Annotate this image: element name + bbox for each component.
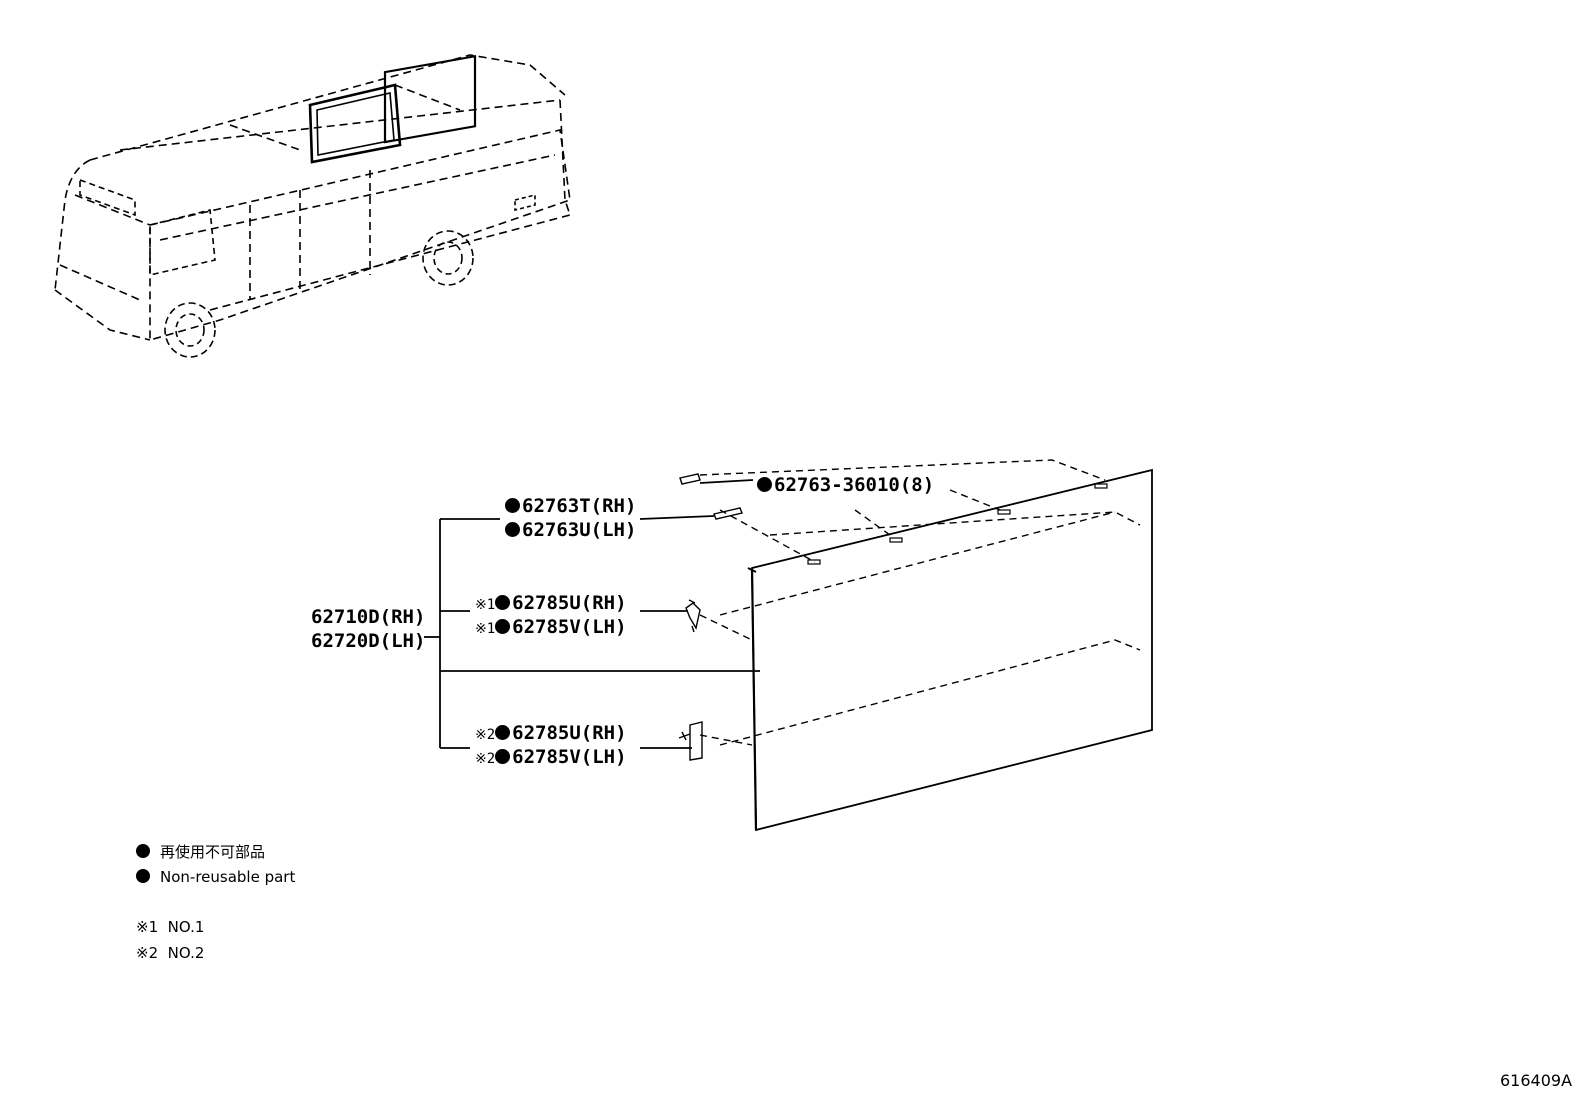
part-label-panel-rh: 62710D(RH) [311,606,425,628]
non-reusable-dot-icon [505,498,520,513]
part-label-panel-lh: 62720D(LH) [311,630,425,652]
part-number: 62785V(LH) [512,746,627,768]
part-label-fastener1-lh: ※1 62785V(LH) [475,616,627,640]
side-panel [747,468,1153,832]
non-reusable-dot-icon [495,619,511,634]
part-number: 62763-36010(8) [774,474,935,496]
note-mark: ※2 [136,944,159,962]
part-label-fastener2-lh: ※2 62785V(LH) [475,746,627,770]
note-ref: ※1 [475,597,496,613]
part-number: 62785V(LH) [512,616,627,638]
non-reusable-dot-icon [505,522,520,537]
figure-id: 616409A [1500,1071,1573,1090]
part-label-fastener2-rh: ※2 62785U(RH) [475,722,627,746]
clip-part-drawings [678,473,743,761]
part-number: 62785U(RH) [512,722,627,744]
non-reusable-dot-icon [136,869,150,883]
legend-non-reusable-en: Non-reusable part [136,868,295,886]
note-text: NO.2 [167,944,205,962]
legend-text: 再使用不可部品 [160,843,266,861]
attachment-dashes [699,459,1141,746]
part-label-clip-lh: 62763U(LH) [505,519,636,541]
part-number: 62763U(LH) [522,519,637,541]
part-number: 62785U(RH) [512,592,627,614]
legend-note-1: ※1 NO.1 [136,918,204,936]
note-mark: ※1 [136,918,159,936]
note-ref: ※2 [475,751,496,767]
part-label-fastener1-rh: ※1 62785U(RH) [475,592,627,616]
note-ref: ※1 [475,621,496,637]
note-ref: ※2 [475,727,496,743]
legend-text: Non-reusable part [160,868,296,886]
part-number: 62710D(RH) [311,606,426,628]
non-reusable-dot-icon [757,477,772,492]
note-text: NO.1 [167,918,205,936]
part-label-clip-rh: 62763T(RH) [505,495,636,517]
non-reusable-dot-icon [136,844,150,858]
non-reusable-dot-icon [495,725,511,740]
non-reusable-dot-icon [495,595,511,610]
legend-note-2: ※2 NO.2 [136,944,204,962]
panel-clips [807,483,1108,565]
part-number: 62763T(RH) [522,495,637,517]
bus-illustration [54,54,571,358]
legend-non-reusable-jp: 再使用不可部品 [136,843,265,861]
part-number: 62720D(LH) [311,630,426,652]
non-reusable-dot-icon [495,749,511,764]
part-label-clip-main: 62763-36010(8) [757,474,934,496]
leader-lines [424,479,760,749]
